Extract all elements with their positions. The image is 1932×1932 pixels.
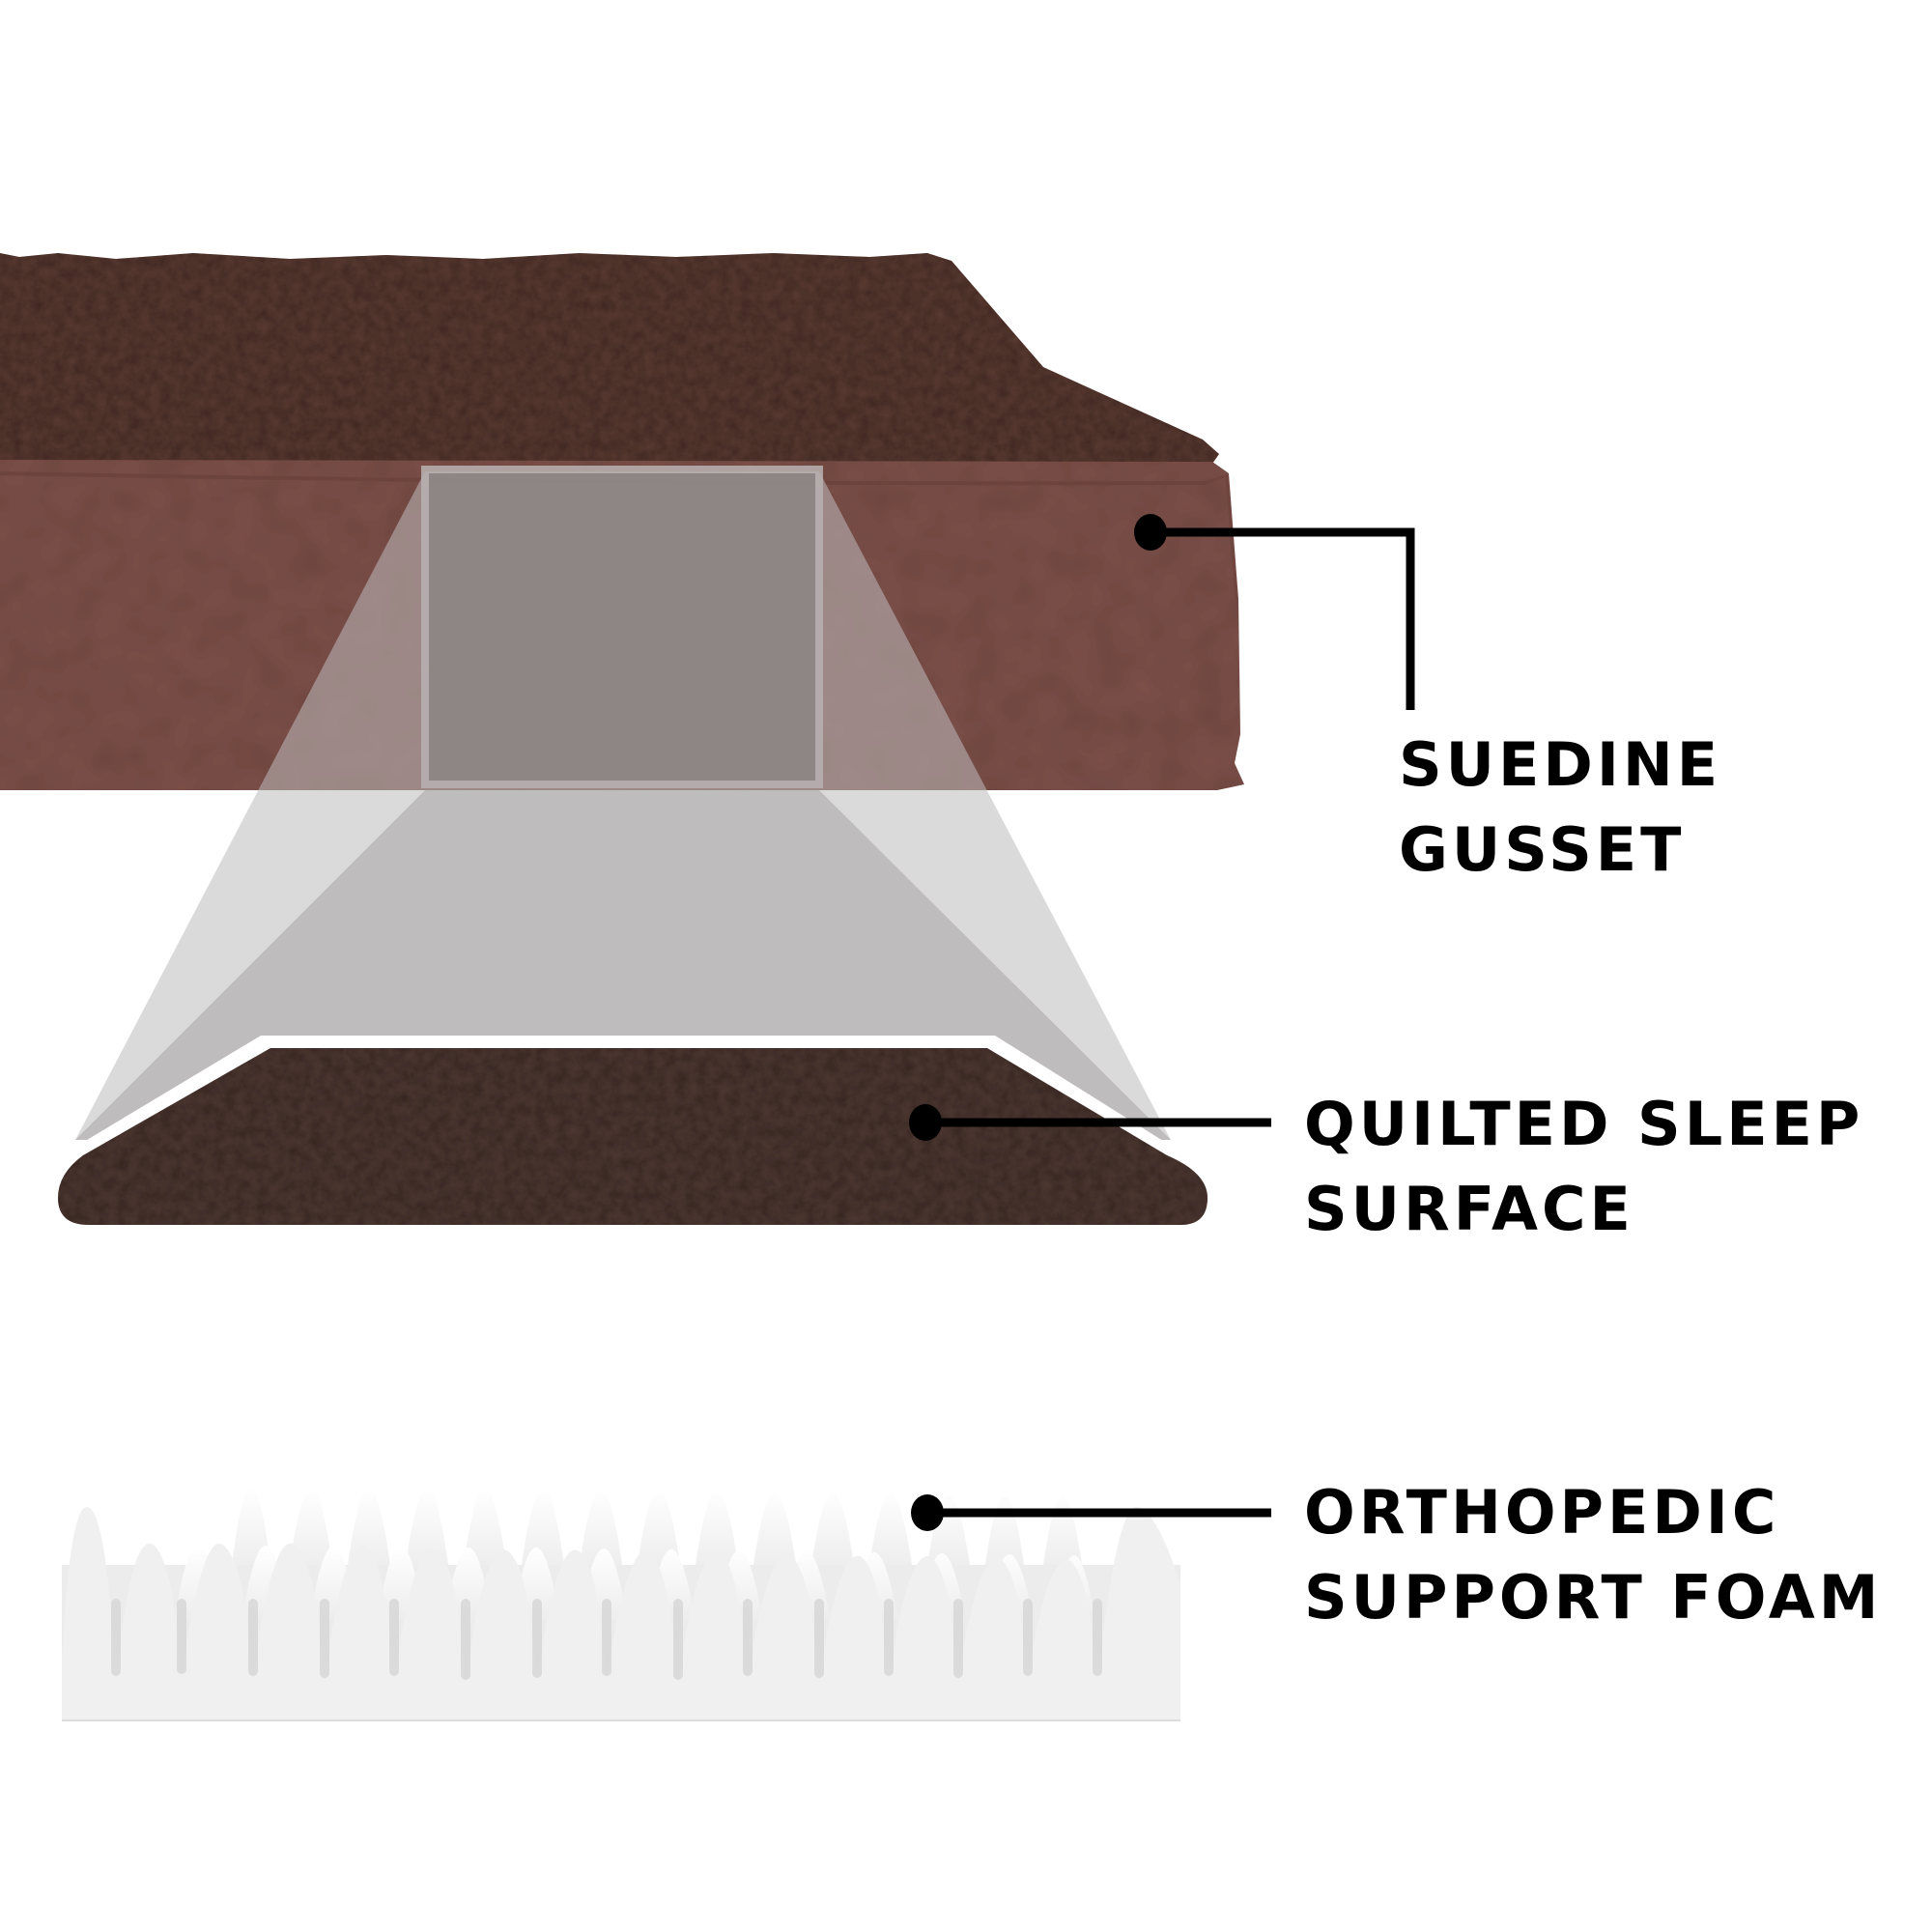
quilted-sleep-surface-slab <box>50 1036 1219 1233</box>
callout-label-suedine-gusset: SUEDINE GUSSET <box>1399 723 1721 893</box>
callout-label-line1: ORTHOPEDIC <box>1304 1477 1780 1548</box>
callout-label-line2: SUPPORT FOAM <box>1304 1562 1883 1633</box>
callout-foam-pointer <box>911 1494 1271 1531</box>
callout-label-orthopedic-support-foam: ORTHOPEDIC SUPPORT FOAM <box>1304 1470 1883 1640</box>
callout-suedine-gusset-pointer <box>1134 514 1415 710</box>
callout-label-line2: GUSSET <box>1399 814 1686 885</box>
orthopedic-foam-block <box>62 1488 1180 1721</box>
callout-label-line1: SUEDINE <box>1399 729 1722 800</box>
callout-label-line1: QUILTED SLEEP <box>1304 1089 1864 1159</box>
callout-quilted-surface-pointer <box>909 1104 1271 1141</box>
bed-fur-top <box>0 253 1219 464</box>
callout-label-quilted-sleep-surface: QUILTED SLEEP SURFACE <box>1304 1082 1863 1252</box>
callout-label-line2: SURFACE <box>1304 1174 1634 1244</box>
